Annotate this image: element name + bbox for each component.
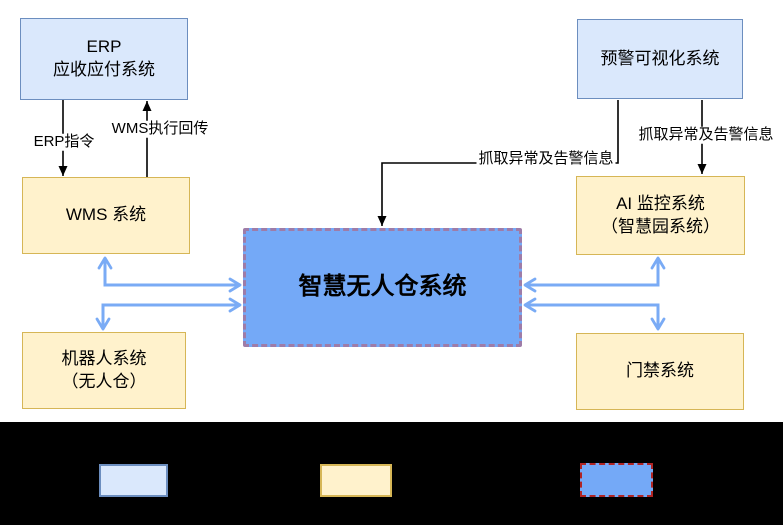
edge-label-erp-command: ERP指令 <box>31 132 97 151</box>
node-warning-visualization-label: 预警可视化系统 <box>600 48 720 68</box>
node-ai-monitor-line1: AI 监控系统 <box>616 193 705 213</box>
edge-label-grab-alarm-right: 抓取异常及告警信息 <box>636 125 776 144</box>
node-ai-monitor-system: AI 监控系统 （智慧园系统） <box>576 176 745 255</box>
node-erp-line2: 应收应付系统 <box>53 60 155 79</box>
node-smart-warehouse-system: 智慧无人仓系统 <box>243 228 522 347</box>
edge-ai-warehouse <box>523 256 666 293</box>
node-robot-system: 机器人系统 （无人仓） <box>22 332 186 409</box>
node-robot-line2: （无人仓） <box>61 371 147 391</box>
node-wms-label: WMS 系统 <box>65 205 147 225</box>
edge-label-wms-feedback: WMS执行回传 <box>109 119 211 138</box>
node-robot-line1: 机器人系统 <box>61 348 147 368</box>
edge-door-warehouse <box>523 297 666 331</box>
edge-label-grab-alarm-left: 抓取异常及告警信息 <box>476 149 616 168</box>
node-door-access-label: 门禁系统 <box>626 361 694 381</box>
node-door-access-system: 门禁系统 <box>576 333 744 410</box>
node-warning-visualization-system: 预警可视化系统 <box>577 19 743 99</box>
node-ai-monitor-line2: （智慧园系统） <box>601 216 720 236</box>
edge-robot-warehouse <box>95 297 242 331</box>
node-smart-warehouse-label: 智慧无人仓系统 <box>298 273 467 301</box>
node-erp-system: ERP 应收应付系统 <box>20 18 188 100</box>
node-erp-line1: ERP <box>86 37 122 57</box>
legend-yellow-node-swatch <box>320 464 392 497</box>
legend-core-system-swatch <box>580 463 653 497</box>
legend-band <box>0 422 783 525</box>
edge-wms-warehouse <box>97 256 242 293</box>
node-wms-system: WMS 系统 <box>22 177 190 254</box>
legend-blue-node-swatch <box>99 464 168 497</box>
